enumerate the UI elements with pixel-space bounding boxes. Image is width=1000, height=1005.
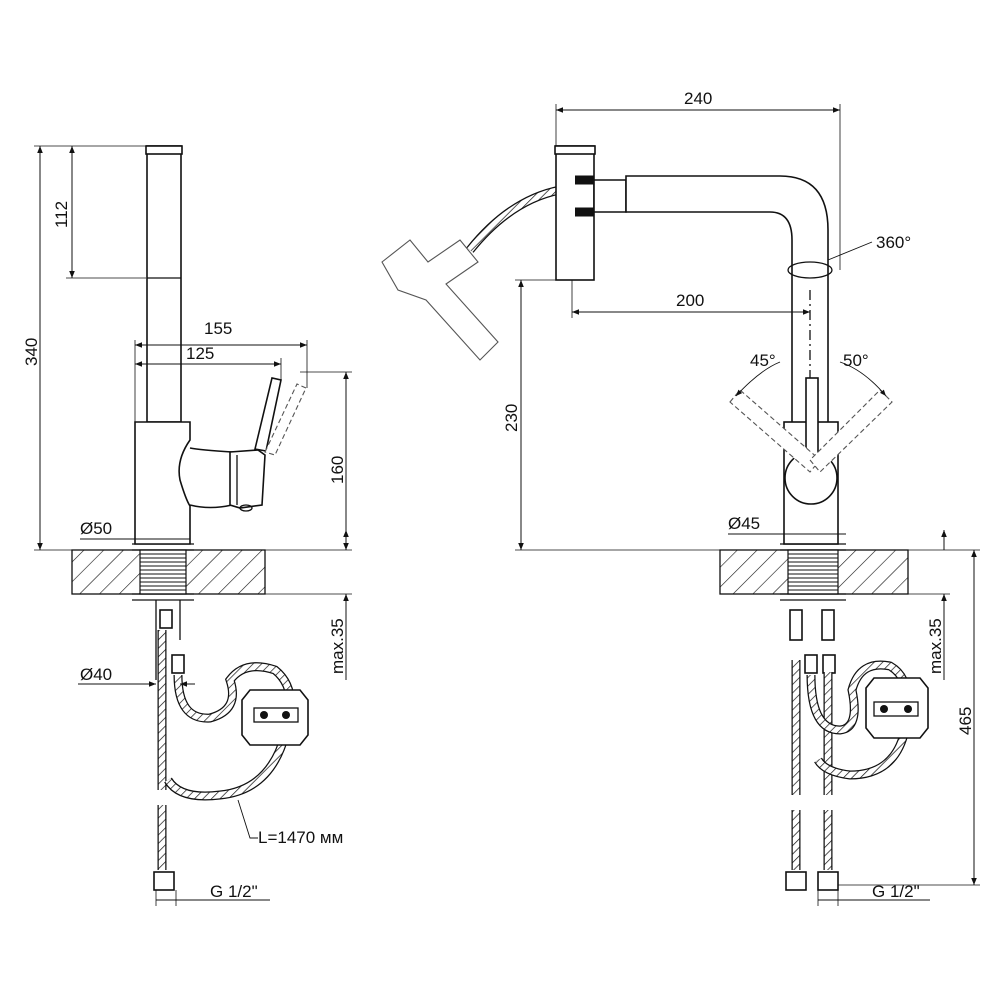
dim-spout-top-left: 112 [52,201,71,228]
dim-total-length-right: 465 [956,707,975,735]
dim-total-height-left: 340 [22,338,41,366]
dim-total-width-right: 240 [684,89,712,108]
mount-stud-right [787,549,839,595]
hose-nut-right-1 [785,871,807,891]
dim-width-inner-left: 125 [186,344,214,363]
mount-stud-left [139,549,187,595]
hose-nut-left [153,871,175,891]
thread-label-right: G 1/2" [872,882,920,901]
dim-angle-left-right: 45° [750,351,776,370]
dim-mount-diameter-left: Ø40 [80,665,112,684]
dim-height-right: 230 [502,404,521,432]
dim-angle-right-right: 50° [843,351,869,370]
spout-arm-right [625,175,829,426]
dim-body-diameter-right: Ø45 [728,514,760,533]
dim-width-outer-left: 155 [204,319,232,338]
dim-base-height-left: 160 [328,456,347,484]
valve-box-left [241,689,309,746]
pull-out-spray-ghost [381,185,561,361]
side-view-left: 340 112 155 125 160 Ø50 Ø40 max.35 L=147… [22,145,352,906]
hose-nut-right-2 [817,871,839,891]
valve-box-right [865,677,929,739]
spout-column-left [146,145,182,423]
faucet-body-left [134,421,191,545]
dim-spout-reach-right: 200 [676,291,704,310]
dim-max-thickness-right: max.35 [926,618,945,674]
lever-housing-left [229,449,266,509]
dim-max-thickness-left: max.35 [328,618,347,674]
lever-handle-right [805,377,819,459]
dim-body-diameter-left: Ø50 [80,519,112,538]
lever-handle-open-left [264,383,307,456]
dim-rotation-right: 360° [876,233,911,252]
hose-length-label: L=1470 мм [258,828,343,847]
thread-label-left: G 1/2" [210,882,258,901]
side-view-right: 240 200 230 360° 45° 50° Ø45 max.35 465 … [381,89,980,906]
